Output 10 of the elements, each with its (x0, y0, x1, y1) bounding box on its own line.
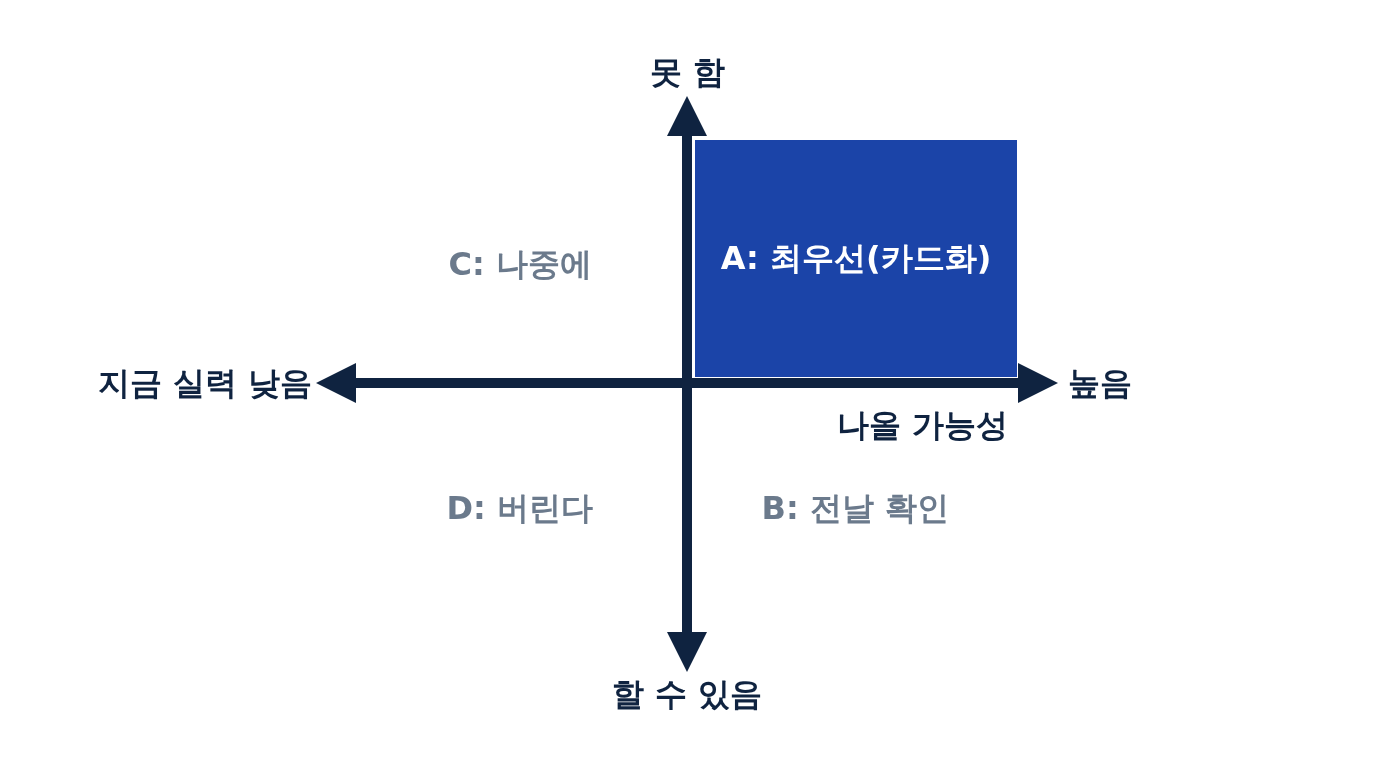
quadrant-label: B: 전날 확인 (761, 492, 949, 524)
axis-label: 할 수 있음 (612, 678, 763, 710)
quadrant-label: C: 나중에 (448, 248, 592, 280)
quadrant-box (695, 140, 1017, 377)
axis-label: 지금 실력 낮음 (98, 367, 313, 399)
axis-label: 못 함 (649, 56, 725, 88)
axis-label: 높음 (1068, 367, 1132, 399)
quadrant-label: A: 최우선(카드화) (720, 237, 992, 279)
quadrant-label: D: 버린다 (446, 492, 593, 524)
axis-title: 나올 가능성 (836, 409, 1008, 441)
